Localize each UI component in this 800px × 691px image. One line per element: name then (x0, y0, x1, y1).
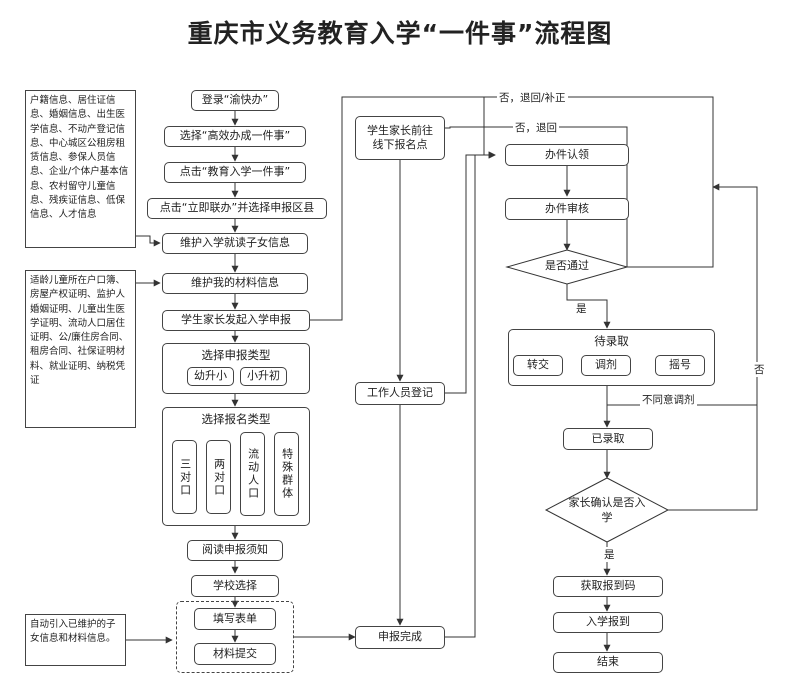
edge-label-yes: 是 (574, 301, 589, 316)
get-code-node: 获取报到码 (553, 576, 663, 597)
admitted-node: 已录取 (563, 428, 653, 450)
page-title: 重庆市义务教育入学“一件事”流程图 (187, 19, 613, 48)
decision-confirm: 家长确认是否入学 (568, 496, 646, 524)
register-type-group (162, 407, 310, 526)
click-enroll-node: 点击“教育入学一件事” (164, 162, 306, 183)
end-node: 结束 (553, 652, 663, 673)
decision-passed: 是否通过 (545, 259, 589, 272)
child-info-note: 户籍信息、居住证信息、婚姻信息、出生医学信息、不动产登记信息、中心城区公租房租赁… (25, 90, 136, 248)
auto-import-note: 自动引入已维护的子女信息和材料信息。 (25, 614, 126, 666)
fill-form-node: 填写表单 (194, 608, 276, 630)
submit-material-node: 材料提交 (194, 643, 276, 665)
apply-type-label: 选择申报类型 (201, 348, 271, 362)
lottery-node: 摇号 (655, 355, 705, 376)
select-service-node: 选择“高效办成一件事” (164, 126, 306, 147)
register-type-option: 流动人口 (240, 432, 265, 516)
form-submit-group (176, 601, 294, 673)
read-notice-node: 阅读申报须知 (187, 540, 283, 561)
maintain-child-node: 维护入学就读子女信息 (162, 233, 308, 254)
register-type-label: 选择报名类型 (201, 412, 271, 426)
register-type-option: 特殊群体 (274, 432, 299, 516)
apply-done-node: 申报完成 (355, 626, 445, 649)
edge-label-no-return: 否，退回 (513, 120, 559, 135)
login-node: 登录“渝快办” (191, 90, 279, 111)
parent-apply-node: 学生家长发起入学申报 (162, 310, 310, 331)
pending-group (508, 329, 715, 386)
edge-label-no-return-supplement: 否，退回/补正 (497, 90, 568, 105)
edge-label-no: 否 (752, 362, 767, 377)
edge-label-yes: 是 (602, 547, 617, 562)
register-type-option: 三对口 (172, 440, 197, 514)
maintain-material-node: 维护我的材料信息 (162, 273, 308, 294)
report-node: 入学报到 (553, 612, 663, 633)
staff-register-node: 工作人员登记 (355, 382, 445, 405)
decision-confirm-shape (544, 477, 670, 543)
apply-type-option: 小升初 (240, 367, 287, 386)
school-select-node: 学校选择 (191, 575, 279, 597)
apply-type-group (162, 343, 310, 394)
accept-node: 办件认领 (505, 144, 629, 166)
transfer-node: 转交 (513, 355, 563, 376)
pending-label: 待录取 (594, 334, 629, 348)
adjust-node: 调剂 (581, 355, 631, 376)
review-node: 办件审核 (505, 198, 629, 220)
edge-label-disagree-adjust: 不同意调剂 (640, 392, 697, 407)
register-type-option: 两对口 (206, 440, 231, 514)
parent-offline-node: 学生家长前往线下报名点 (355, 116, 445, 160)
click-apply-node: 点击“立即联办”并选择申报区县 (147, 198, 327, 219)
decision-passed-shape (505, 249, 629, 285)
apply-type-option: 幼升小 (187, 367, 234, 386)
material-info-note: 适龄儿童所在户口簿、房屋产权证明、监护人婚姻证明、儿童出生医学证明、流动人口居住… (25, 270, 136, 428)
